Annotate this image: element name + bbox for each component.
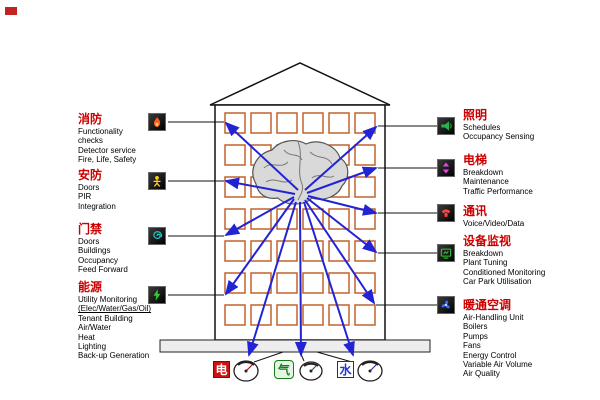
elevator-icon	[437, 159, 455, 177]
system-item: Lighting	[78, 342, 107, 352]
system-title-communication: 通讯	[463, 204, 488, 218]
system-item: Breakdown	[463, 249, 504, 258]
system-item: Energy Control	[463, 350, 517, 360]
system-item: Doors	[78, 183, 100, 192]
system-block-elevator: 电梯 Breakdown Maintenance Traffic Perform…	[463, 153, 533, 196]
water-meter-gauge	[357, 360, 383, 382]
system-item: Air-Handling Unit	[463, 313, 524, 322]
system-block-security: 安防 Doors PIR Integration	[78, 168, 116, 211]
system-block-lighting: 照明 Schedules Occupancy Sensing	[463, 108, 534, 142]
system-item: Back-up Generation	[78, 351, 150, 361]
system-item: checks	[78, 136, 103, 146]
system-item: Functionality	[78, 127, 123, 136]
system-title-elevator: 电梯	[463, 153, 488, 167]
connector-lines	[168, 121, 437, 363]
electric-meter-label: 电	[213, 361, 230, 378]
system-item: Fire, Life, Safety	[78, 155, 137, 165]
hvac-icon	[437, 296, 455, 314]
system-item: (Elec/Water/Gas/Oil)	[78, 304, 152, 314]
communication-icon	[437, 204, 455, 222]
gas-meter-gauge	[299, 361, 323, 381]
system-item: Utility Monitoring	[78, 295, 138, 304]
system-item: Fans	[463, 341, 481, 351]
system-item: Maintenance	[463, 177, 509, 187]
system-item: Integration	[78, 201, 116, 211]
system-item: Voice/Video/Data	[463, 219, 525, 228]
system-item: Air/Water	[78, 323, 112, 333]
system-item: Occupancy Sensing	[463, 132, 535, 142]
system-item: Car Park Utilisation	[463, 277, 532, 287]
system-item: Boilers	[463, 322, 488, 332]
electric-meter-gauge	[233, 360, 259, 382]
fire-icon	[148, 113, 166, 131]
gas-meter-label: 气	[274, 360, 294, 379]
security-icon	[148, 172, 166, 190]
system-item: PIR	[78, 192, 92, 202]
system-item: Air Quality	[463, 369, 500, 379]
system-item: Traffic Performance	[463, 186, 533, 196]
system-item: Schedules	[463, 123, 501, 132]
signal-arrows	[224, 121, 378, 357]
system-title-equipment: 设备监视	[463, 234, 512, 248]
system-item: Feed Forward	[78, 265, 128, 275]
equipment-monitor-icon	[437, 244, 455, 262]
foundation-slab	[159, 339, 431, 353]
system-block-fire: 消防 Functionality checks Detector service…	[78, 112, 136, 165]
system-item: Variable Air Volume	[463, 360, 533, 370]
water-meter-label: 水	[337, 361, 354, 378]
system-item: Pumps	[463, 331, 488, 341]
energy-icon	[148, 286, 166, 304]
system-block-communication: 通讯 Voice/Video/Data	[463, 204, 524, 228]
system-item: Plant Tuning	[463, 258, 508, 268]
system-item: Buildings	[78, 246, 111, 256]
system-block-hvac: 暖通空调 Air-Handling Unit Boilers Pumps Fan…	[463, 298, 532, 379]
system-item: Occupancy	[78, 255, 119, 265]
system-item: Doors	[78, 237, 100, 246]
system-title-fire: 消防	[78, 112, 103, 126]
corner-marker	[5, 7, 17, 15]
system-title-lighting: 照明	[463, 108, 488, 122]
system-item: Detector service	[78, 145, 136, 155]
system-item: Breakdown	[463, 168, 504, 177]
system-item: Heat	[78, 332, 95, 342]
lighting-icon	[437, 117, 455, 135]
system-item: Tenant Building	[78, 313, 133, 323]
system-title-hvac: 暖通空调	[463, 298, 512, 312]
system-item: Conditioned Monitoring	[463, 267, 546, 277]
system-block-equipment: 设备监视 Breakdown Plant Tuning Conditioned …	[463, 234, 545, 287]
system-block-access: 门禁 Doors Buildings Occupancy Feed Forwar…	[78, 222, 128, 275]
access-control-icon	[148, 227, 166, 245]
system-title-energy: 能源	[78, 280, 103, 294]
system-block-energy: 能源 Utility Monitoring (Elec/Water/Gas/Oi…	[78, 280, 151, 361]
system-title-access: 门禁	[78, 222, 103, 236]
system-title-security: 安防	[78, 168, 103, 182]
